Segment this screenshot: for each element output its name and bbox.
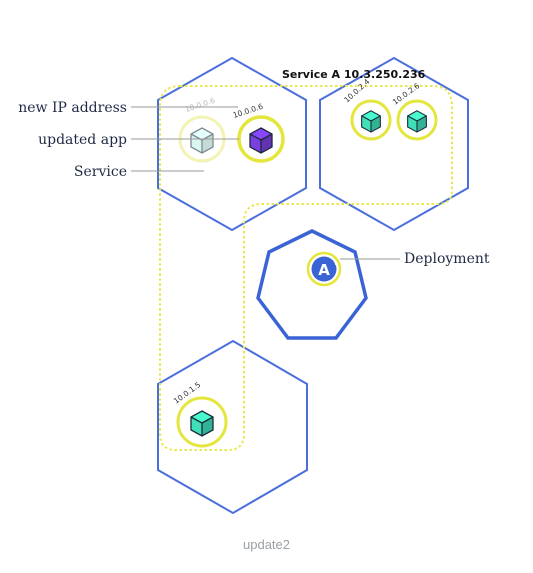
cube-icon <box>190 127 214 154</box>
figure-caption: update2 <box>243 537 290 552</box>
callout-updated-app: updated app <box>38 132 127 148</box>
node-2-hexagon <box>319 56 469 232</box>
callout-service: Service <box>74 164 127 180</box>
pod-node3: 10.0.1.5 <box>172 380 228 448</box>
callout-deployment: Deployment <box>404 251 490 267</box>
pod-node2-b: 10.0.2.6 <box>391 81 438 141</box>
cube-icon <box>361 110 381 133</box>
cube-icon <box>190 410 214 437</box>
deployment-badge: A <box>306 251 342 287</box>
deployment-badge-letter: A <box>318 261 330 279</box>
pod-node1-old: 10.0.0.6 <box>178 96 226 163</box>
cube-icon <box>407 110 427 133</box>
deployment-heptagon <box>256 229 368 340</box>
pod-node1-updated: 10.0.0.6 <box>232 102 285 163</box>
service-boundary <box>159 85 453 451</box>
cube-icon <box>249 127 273 154</box>
callout-new-ip: new IP address <box>18 100 127 116</box>
node-1-hexagon <box>157 56 307 232</box>
refresh-arrow-icon <box>330 257 337 266</box>
node-3-hexagon <box>157 339 308 515</box>
pod-node2-a: 10.0.2.4 <box>342 77 392 141</box>
service-label: Service A 10.3.250.236 <box>282 68 426 81</box>
pod-ip-label: 10.0.0.6 <box>184 96 216 114</box>
